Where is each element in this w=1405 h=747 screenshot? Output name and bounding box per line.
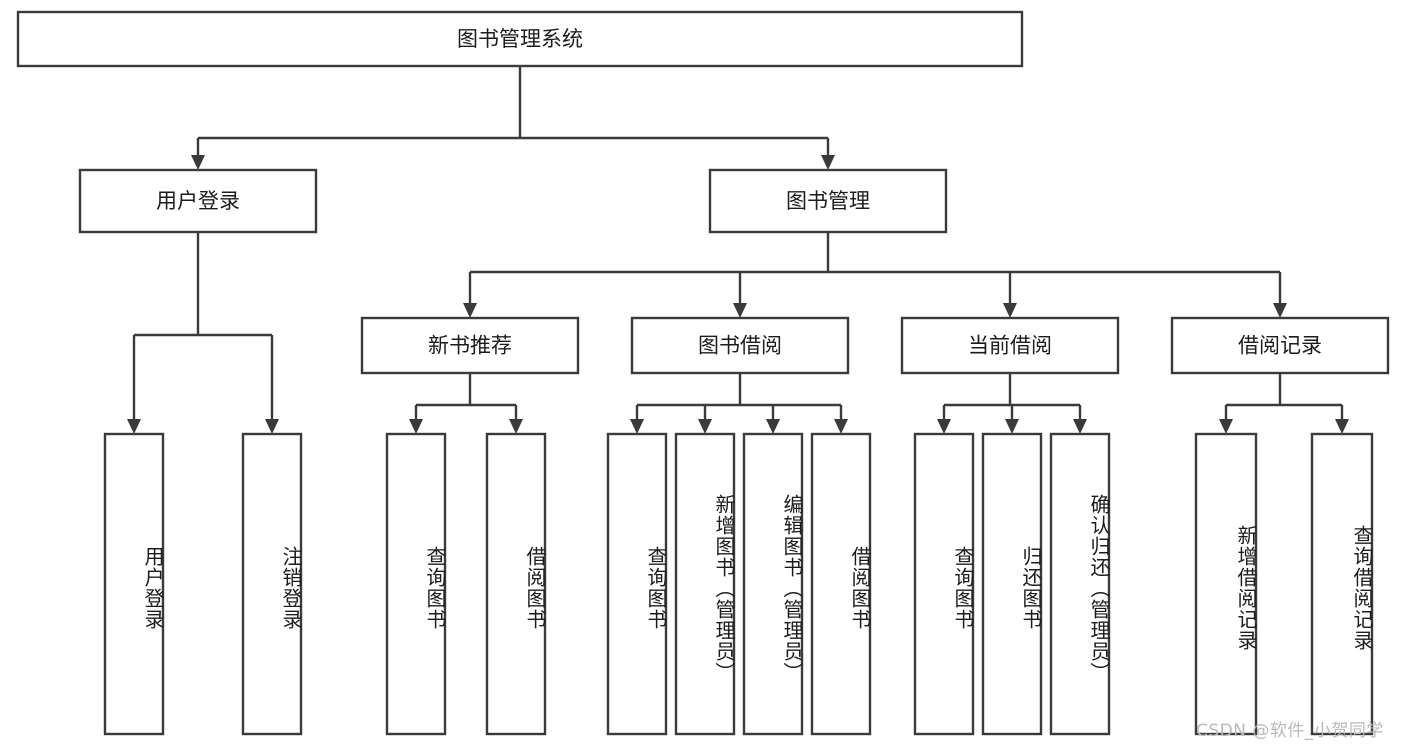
- arrow-head-l3-2-1: [1005, 419, 1019, 434]
- node-box-leaf-7[interactable]: [810, 432, 872, 736]
- node-label-level3-2: 当前借阅: [968, 334, 1052, 358]
- node-box-level3-1[interactable]: [630, 316, 850, 375]
- arrow-head-manage-2: [1003, 303, 1017, 318]
- connector-layer: [127, 66, 1349, 434]
- node-box-leaf-9[interactable]: [981, 432, 1043, 736]
- arrow-head-l3-1-3: [834, 419, 848, 434]
- node-box-leaf-8[interactable]: [913, 432, 975, 736]
- node-box-leaf-5[interactable]: [674, 432, 736, 736]
- arrow-head-root-0: [191, 155, 205, 170]
- arrow-head-l3-0-1: [509, 419, 523, 434]
- arrow-head-manage-0: [463, 303, 477, 318]
- node-box-leaf-6[interactable]: [742, 432, 804, 736]
- arrow-head-l3-3-1: [1335, 419, 1349, 434]
- arrow-head-l3-1-0: [630, 419, 644, 434]
- node-box-root[interactable]: [16, 10, 1024, 68]
- node-box-leaf-12[interactable]: [1310, 432, 1374, 736]
- arrow-head-login-1: [265, 419, 279, 434]
- node-box-level3-3[interactable]: [1170, 316, 1390, 375]
- arrow-head-manage-3: [1273, 303, 1287, 318]
- node-box-leaf-2[interactable]: [385, 432, 447, 736]
- node-box-layer: [16, 10, 1390, 736]
- node-box-level2-1[interactable]: [708, 168, 948, 234]
- node-box-leaf-4[interactable]: [606, 432, 668, 736]
- arrow-head-l3-1-1: [698, 419, 712, 434]
- node-box-leaf-3[interactable]: [485, 432, 547, 736]
- arrow-head-login-0: [127, 419, 141, 434]
- arrow-head-l3-2-2: [1073, 419, 1087, 434]
- arrow-head-l3-1-2: [766, 419, 780, 434]
- node-box-level3-2[interactable]: [900, 316, 1120, 375]
- node-label-level3-0: 新书推荐: [428, 334, 512, 358]
- node-box-level3-0[interactable]: [360, 316, 580, 375]
- node-label-level3-3: 借阅记录: [1238, 334, 1322, 358]
- node-box-leaf-11[interactable]: [1194, 432, 1258, 736]
- node-box-level2-0[interactable]: [78, 168, 318, 234]
- arrow-head-l3-2-0: [937, 419, 951, 434]
- node-box-leaf-10[interactable]: [1049, 432, 1111, 736]
- node-label-level2-0: 用户登录: [156, 189, 240, 213]
- node-label-level3-1: 图书借阅: [698, 334, 782, 358]
- csdn-watermark: CSDN @软件_小贺同学: [1196, 721, 1384, 741]
- node-label-level2-1: 图书管理: [786, 189, 870, 213]
- node-box-leaf-1[interactable]: [241, 432, 303, 736]
- node-label-root: 图书管理系统: [457, 27, 583, 51]
- node-box-leaf-0[interactable]: [103, 432, 165, 736]
- arrow-head-manage-1: [733, 303, 747, 318]
- arrow-head-l3-0-0: [409, 419, 423, 434]
- arrow-head-l3-3-0: [1219, 419, 1233, 434]
- arrow-head-root-1: [821, 155, 835, 170]
